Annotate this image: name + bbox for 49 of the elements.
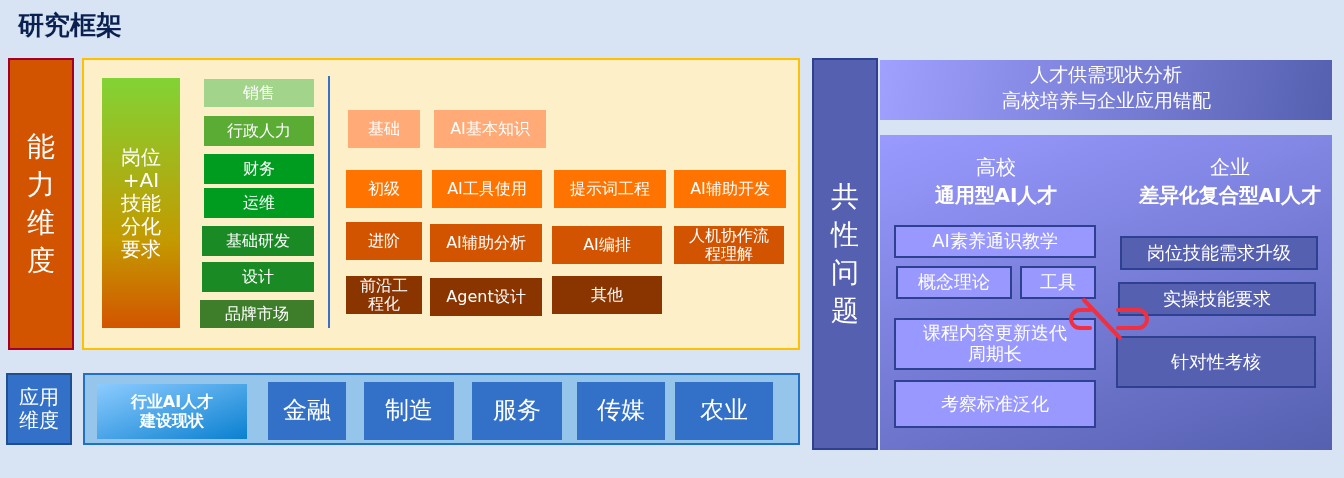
- category-box: 运维: [204, 188, 314, 218]
- level-box: 进阶: [346, 222, 422, 260]
- industry-box: 传媒: [577, 382, 665, 440]
- issue-box: 概念理论: [896, 266, 1012, 299]
- skill-box: AI基本知识: [434, 110, 546, 148]
- banner: [880, 60, 1332, 120]
- skill-box: 人机协作流程理解: [674, 226, 784, 264]
- industry-box: 制造: [364, 382, 454, 440]
- subheading: 企业: [1210, 156, 1250, 179]
- industry-box: 服务: [472, 382, 562, 440]
- level-box: 初级: [346, 170, 422, 208]
- category-box: 品牌市场: [200, 300, 314, 328]
- level-box: 前沿工程化: [346, 276, 422, 314]
- skill-box: AI辅助开发: [674, 170, 786, 208]
- category-box: 财务: [204, 154, 314, 184]
- category-box: 设计: [202, 262, 314, 292]
- category-box: 销售: [204, 79, 314, 107]
- panel-background: [880, 135, 1332, 450]
- category-box: 行政人力: [204, 116, 314, 146]
- level-box: 基础: [348, 110, 420, 148]
- subheading: 高校: [976, 156, 1016, 179]
- industry-box: 金融: [268, 382, 346, 440]
- title: 研究框架: [18, 9, 122, 42]
- issue-box: 工具: [1020, 266, 1096, 299]
- category-box: 基础研发: [202, 226, 314, 256]
- skill-box: 提示词工程: [554, 170, 666, 208]
- issue-box: AI素养通识教学: [894, 225, 1096, 258]
- heading: 差异化复合型AI人才: [1138, 184, 1322, 207]
- industry-box: 农业: [675, 382, 773, 440]
- banner-text: 人才供需现状分析: [1030, 64, 1182, 86]
- issue-box: 针对性考核: [1116, 336, 1316, 388]
- banner-text: 高校培养与企业应用错配: [1001, 90, 1211, 112]
- skill-box: AI辅助分析: [430, 224, 542, 262]
- panel-background: [82, 58, 800, 350]
- skill-box: Agent设计: [430, 278, 542, 316]
- skill-box: 其他: [552, 276, 662, 314]
- issue-box: 岗位技能需求升级: [1120, 236, 1318, 270]
- skill-box: AI编排: [552, 226, 662, 264]
- dimension-bar: 能力维度: [8, 58, 74, 350]
- dimension-bar: 共性问题: [812, 58, 878, 450]
- panel-background: [83, 373, 800, 445]
- dimension-box: 应用维度: [6, 373, 72, 445]
- skill-box: AI工具使用: [432, 170, 542, 208]
- heading: 通用型AI人才: [934, 184, 1058, 207]
- issue-box: 课程内容更新迭代周期长: [894, 318, 1096, 370]
- category-box: 岗位+AI技能分化要求: [102, 78, 180, 328]
- industry-box: 行业AI人才建设现状: [97, 384, 247, 439]
- issue-box: 实操技能要求: [1118, 282, 1316, 316]
- issue-box: 考察标准泛化: [894, 380, 1096, 428]
